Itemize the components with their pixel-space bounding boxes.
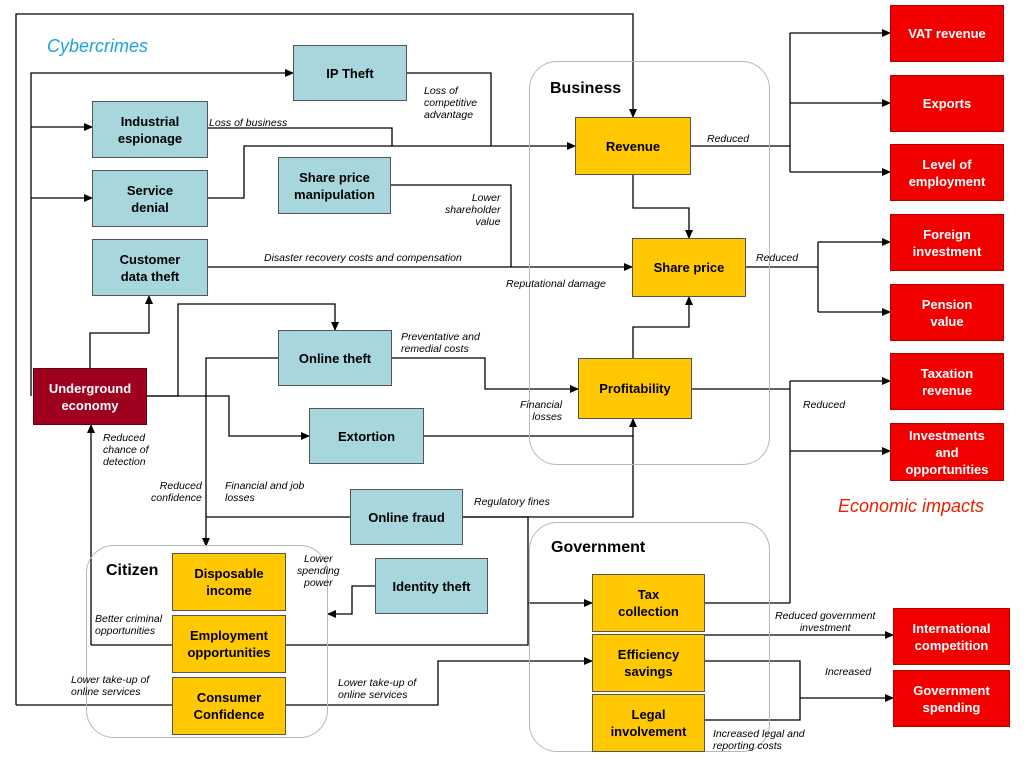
- label-preventative: Preventative and remedial costs: [401, 331, 480, 355]
- label-reduced-share: Reduced: [756, 252, 799, 264]
- profitability-box: Profitability: [578, 358, 692, 419]
- service-denial-box: Service denial: [92, 170, 208, 227]
- government-title: Government: [551, 539, 646, 556]
- business-group: [529, 61, 770, 465]
- label-loss-competitive: Loss of competitive advantage: [424, 85, 478, 121]
- industrial-espionage-box: Industrial espionage: [92, 101, 208, 158]
- government-spending-box: Government spending: [893, 670, 1010, 727]
- economic-impacts-heading: Economic impacts: [838, 496, 985, 516]
- business-title: Business: [550, 80, 622, 97]
- taxation-revenue-box: Taxation revenue: [890, 353, 1004, 410]
- level-of-employment-box: Level of employment: [890, 144, 1004, 201]
- label-financial-job: Financial and job losses: [225, 480, 305, 504]
- investments-opportunities-box: Investments and opportunities: [890, 423, 1004, 481]
- legal-involvement-box: Legal involvement: [592, 694, 705, 752]
- identity-theft-box: Identity theft: [375, 558, 488, 614]
- label-lower-takeup-left: Lower take-up of online services: [71, 674, 150, 698]
- efficiency-savings-box: Efficiency savings: [592, 634, 705, 692]
- disposable-income-box: Disposable income: [172, 553, 286, 611]
- label-reduced-detection: Reduced chance of detection: [103, 432, 149, 468]
- extortion-box: Extortion: [309, 408, 424, 464]
- label-reduced-revenue: Reduced: [707, 133, 750, 145]
- label-lower-shareholder: Lower shareholder value: [445, 192, 501, 228]
- underground-economy-box: Underground economy: [33, 368, 147, 425]
- label-loss-business: Loss of business: [209, 117, 288, 129]
- citizen-title: Citizen: [106, 562, 159, 579]
- share-price-box: Share price: [632, 238, 746, 297]
- cybercrimes-heading: Cybercrimes: [47, 36, 149, 56]
- label-reduced-confidence: Reduced confidence: [151, 480, 202, 504]
- exports-box: Exports: [890, 75, 1004, 132]
- label-regulatory: Regulatory fines: [474, 496, 550, 508]
- label-lower-takeup-mid: Lower take-up of online services: [338, 677, 417, 701]
- label-disaster-recovery: Disaster recovery costs and compensation: [264, 252, 462, 264]
- foreign-investment-box: Foreign investment: [890, 214, 1004, 271]
- international-competition-box: International competition: [893, 608, 1010, 665]
- label-reduced-profit: Reduced: [803, 399, 846, 411]
- ip-theft-box: IP Theft: [293, 45, 407, 101]
- share-price-manipulation-box: Share price manipulation: [278, 157, 391, 214]
- online-theft-box: Online theft: [278, 330, 392, 386]
- customer-data-theft-box: Customer data theft: [92, 239, 208, 296]
- vat-revenue-box: VAT revenue: [890, 5, 1004, 62]
- employment-opportunities-box: Employment opportunities: [172, 615, 286, 673]
- pension-value-box: Pension value: [890, 284, 1004, 341]
- label-financial-losses: Financial losses: [520, 399, 563, 423]
- online-fraud-box: Online fraud: [350, 489, 463, 545]
- consumer-confidence-box: Consumer Confidence: [172, 677, 286, 735]
- revenue-box: Revenue: [575, 117, 691, 175]
- label-increased-legal: Increased legal and reporting costs: [713, 728, 805, 752]
- citizen-group: [86, 545, 328, 738]
- label-better-criminal: Better criminal opportunities: [95, 613, 163, 637]
- label-reputational: Reputational damage: [506, 278, 606, 290]
- label-reduced-gov-investment: Reduced government investment: [775, 610, 876, 634]
- label-increased: Increased: [825, 666, 872, 678]
- label-lower-spending: Lower spending power: [297, 553, 340, 589]
- tax-collection-box: Tax collection: [592, 574, 705, 632]
